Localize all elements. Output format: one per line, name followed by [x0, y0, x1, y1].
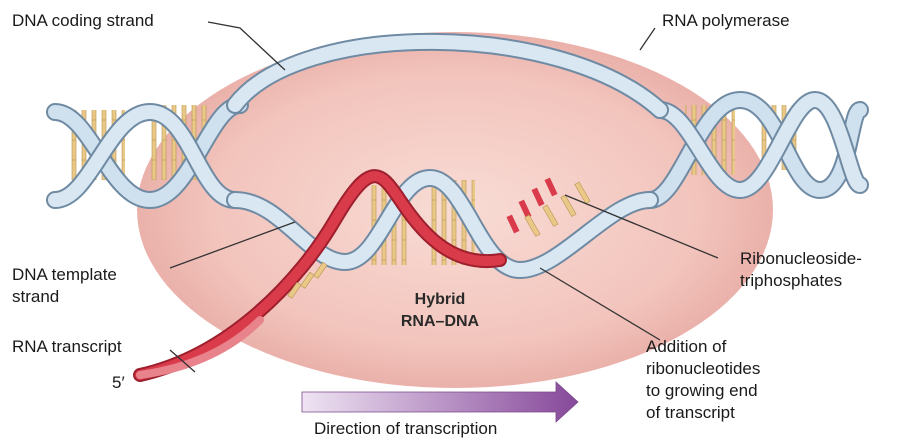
label-ntps-2: triphosphates [740, 271, 843, 290]
label-hybrid-1: Hybrid [414, 291, 466, 308]
leader-lines [169, 21, 719, 373]
label-dna-template-strand-2: strand [12, 287, 60, 306]
label-direction-of-transcription: Direction of transcription [314, 419, 498, 438]
label-addition-4: of transcript [646, 403, 735, 422]
dna-helix-left [46, 96, 249, 210]
label-addition-1: Addition of [646, 337, 727, 356]
label-addition-2: ribonucleotides [646, 359, 761, 378]
dna-helix-right [641, 90, 869, 209]
dna-coding-strand [226, 32, 669, 119]
label-ntps-1: Ribonucleoside- [740, 249, 862, 268]
rna-transcript-strand [133, 169, 507, 382]
label-rna-transcript: RNA transcript [12, 337, 122, 356]
direction-arrow [301, 381, 579, 423]
label-hybrid-2: RNA–DNA [400, 313, 480, 330]
label-five-prime: 5′ [112, 373, 125, 392]
label-rna-polymerase: RNA polymerase [662, 11, 790, 30]
rna-bases [287, 261, 328, 299]
ribonucleoside-triphosphates [506, 177, 591, 237]
label-dna-coding-strand: DNA coding strand [12, 11, 154, 30]
label-addition-3: to growing end [646, 381, 758, 400]
label-dna-template-strand-1: DNA template [12, 265, 117, 284]
